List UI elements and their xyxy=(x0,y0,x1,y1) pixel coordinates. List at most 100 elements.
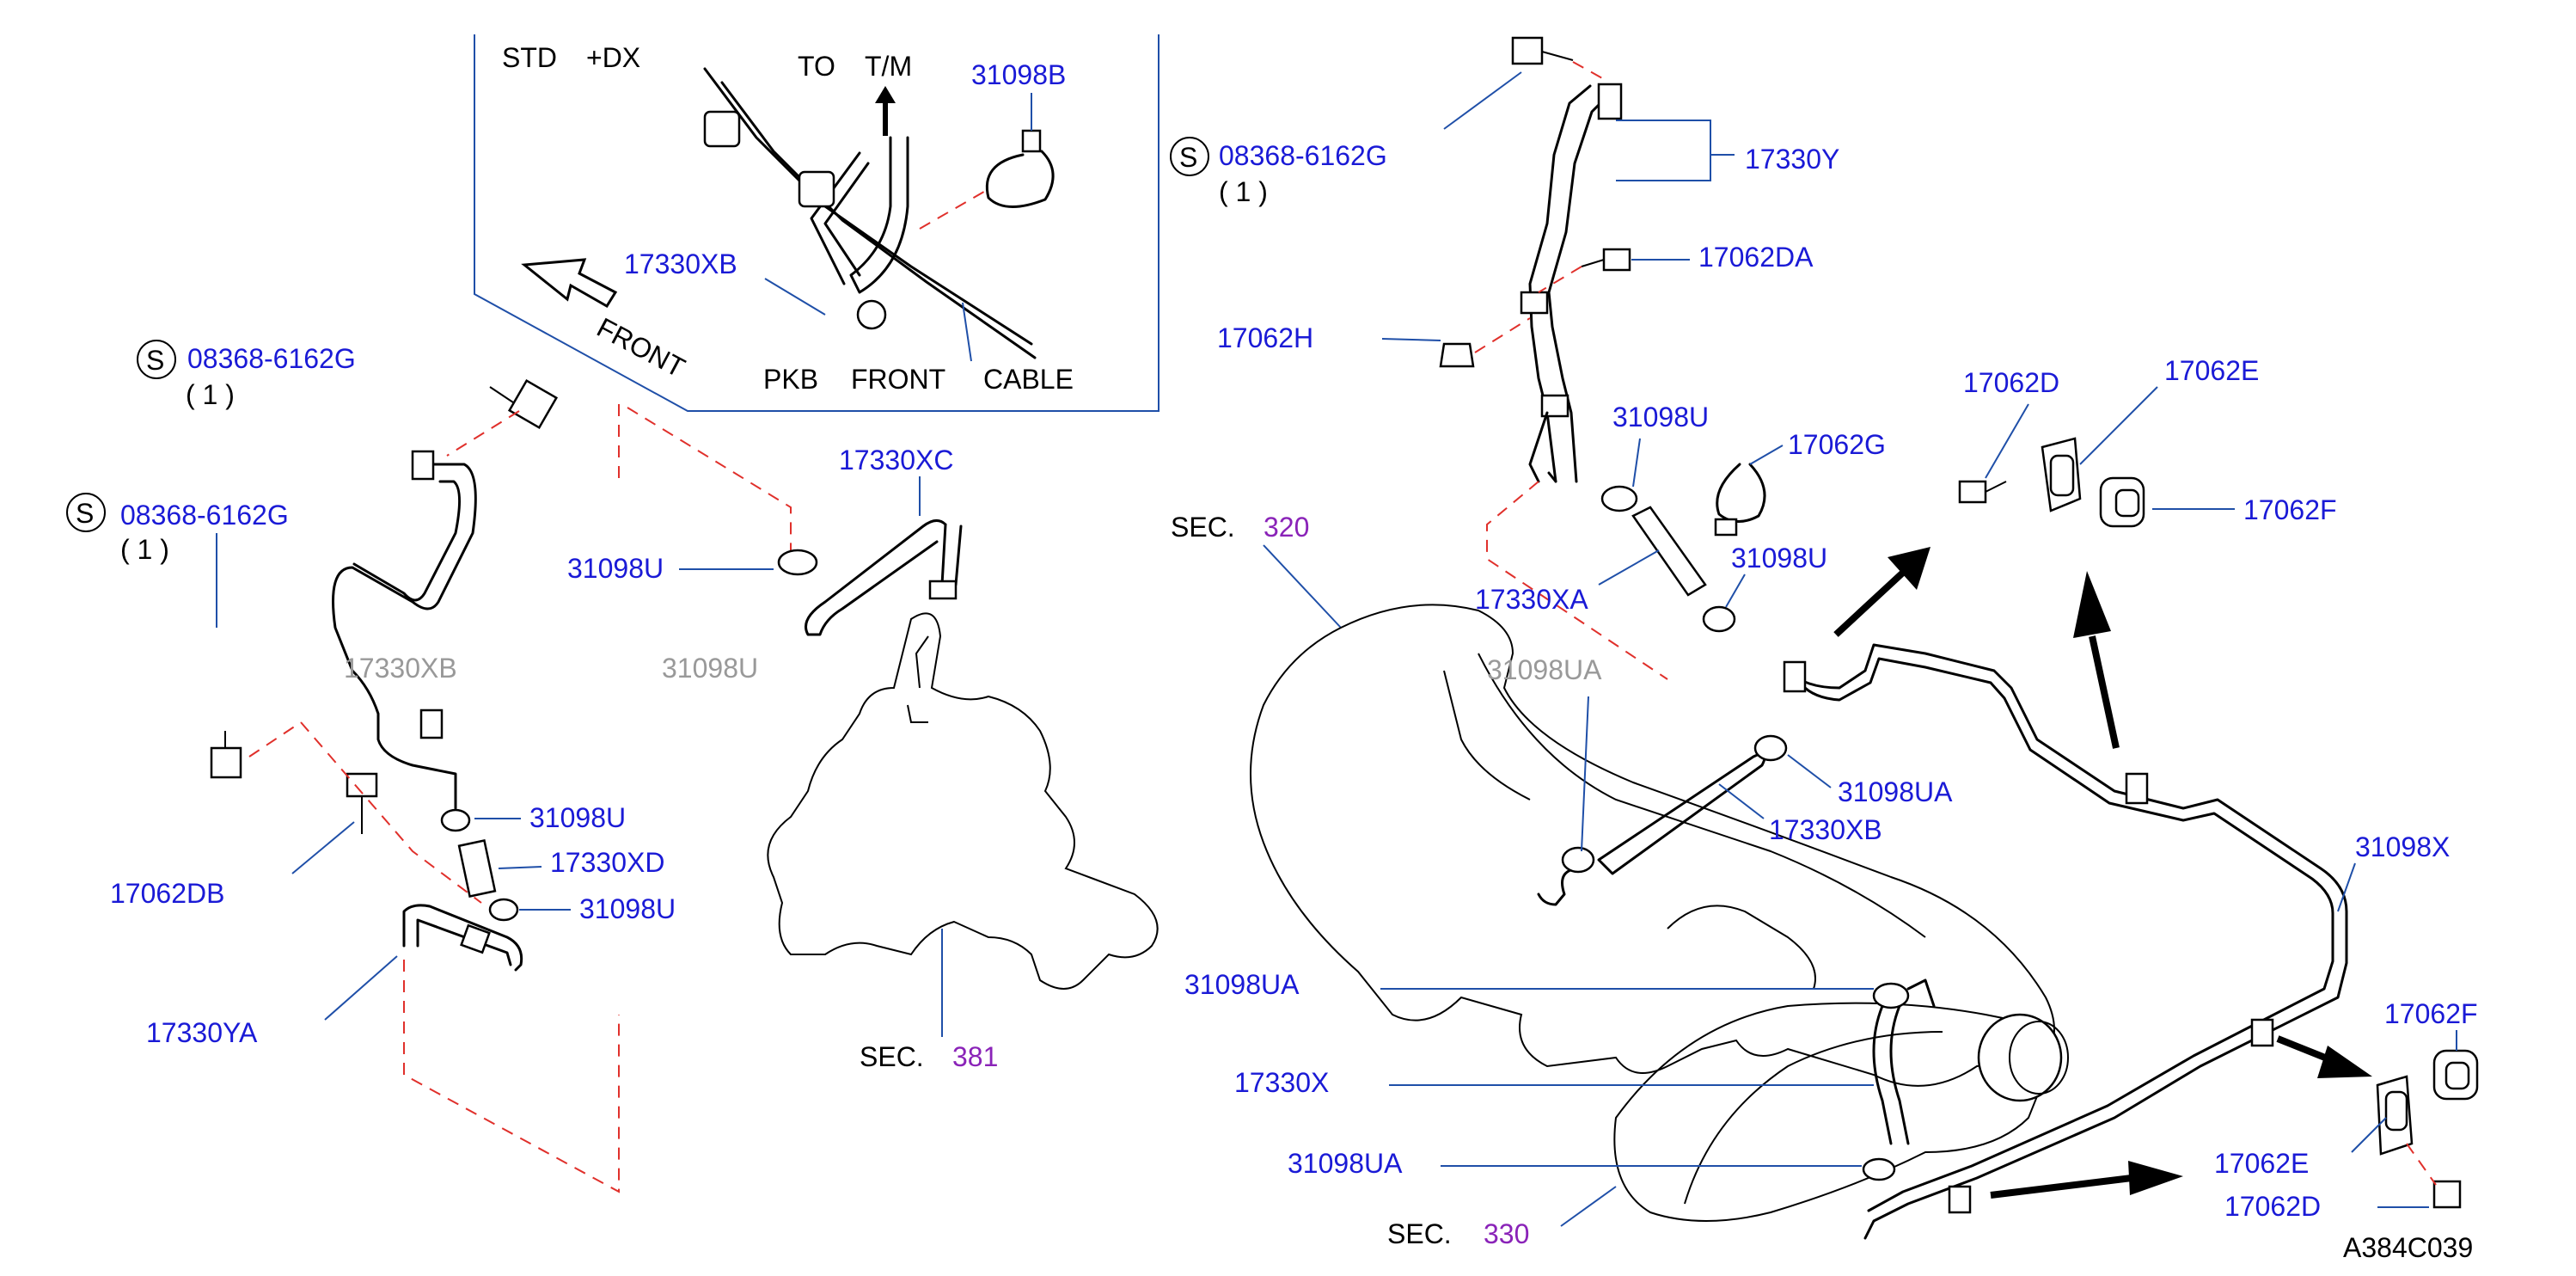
right-top-assembly: S 08368-6162G ( 1 ) 17330Y 17062DA 17062… xyxy=(1170,36,1886,680)
upper-right-insulators: 17062D 17062E 17062F xyxy=(1958,355,2337,528)
inset-hose xyxy=(849,136,909,294)
s-symbol-left-1 xyxy=(137,340,176,379)
clamp-31098UA-b xyxy=(1872,982,1910,1009)
pipe-bracket-31098X-3 xyxy=(2250,1018,2274,1047)
to-tm-arrowhead xyxy=(875,86,896,103)
s-symbol-left-1-text: S xyxy=(146,345,164,376)
hose-17330XD xyxy=(457,839,497,898)
clamp-17062G xyxy=(1716,463,1766,523)
grommet-17062H xyxy=(1439,342,1475,368)
inset-clamp xyxy=(856,299,887,330)
pipe-bracket-right-1 xyxy=(1597,83,1623,120)
clamp-31098U-a xyxy=(777,549,818,576)
label-17062E-bot: 17062E xyxy=(2214,1148,2309,1179)
pipe-bracket-31098X-4 xyxy=(1948,1185,1972,1214)
arrow-upper-right xyxy=(2089,635,2120,749)
bolt-left-1 xyxy=(446,378,559,457)
s-symbol-left-2 xyxy=(66,493,106,532)
pipe-bracket-right-2 xyxy=(1520,291,1549,315)
hose-17330XA xyxy=(1631,506,1707,597)
label-31098U-b: 31098U xyxy=(529,802,626,833)
pipe-bracket-left-2 xyxy=(419,709,444,739)
sec-381-outline xyxy=(767,612,1159,990)
center-assembly: 17330XC 31098U SEC. 381 xyxy=(567,445,1159,1072)
inset-std-text: STD xyxy=(502,42,557,73)
pkb-text: PKB xyxy=(763,364,818,395)
diagram-code: A384C039 xyxy=(2343,1232,2473,1263)
label-17062G: 17062G xyxy=(1788,429,1886,460)
label-31098UA-b: 31098UA xyxy=(1184,969,1300,1000)
label-08368-right: 08368-6162G xyxy=(1219,140,1387,171)
sec-320-label: SEC. xyxy=(1171,512,1235,543)
clamp-31098U-d xyxy=(1600,485,1638,512)
sec-330-number: 330 xyxy=(1484,1218,1529,1249)
sec-330-label: SEC. xyxy=(1387,1218,1452,1249)
long-pipe-assembly: 31098X 31098UA 17330X 31098UA xyxy=(1184,547,2450,1240)
engine-assembly: SEC. 320 SEC. 330 31098UA 31098UA 17330X… xyxy=(1171,512,2069,1249)
clamp-31098UA-a xyxy=(1753,734,1788,762)
label-17330XC: 17330XC xyxy=(839,445,953,475)
arrow-upper-left xyxy=(1833,568,1907,637)
label-17062DB: 17062DB xyxy=(110,878,224,909)
label-08368-left-1: 08368-6162G xyxy=(187,343,356,374)
s-symbol-left-2-text: S xyxy=(76,498,94,529)
hard-pipe-left xyxy=(332,463,477,810)
s-symbol-right-text: S xyxy=(1179,142,1197,173)
bolt-right-top xyxy=(1511,36,1544,65)
label-31098UA-c: 31098UA xyxy=(1288,1148,1403,1179)
label-17330YA: 17330YA xyxy=(146,1017,258,1048)
lower-right-insulators: 17062F 17062E 17062D xyxy=(2214,998,2479,1222)
output-flange xyxy=(1977,1013,2063,1102)
hidden-label-31098UA: 31098UA xyxy=(1487,654,1602,685)
inset-tm-text: T/M xyxy=(865,51,912,82)
bolt-17062D-bot xyxy=(2432,1180,2462,1209)
label-17330XD: 17330XD xyxy=(550,847,664,878)
pipe-bracket-31098X-1 xyxy=(1783,660,1807,693)
label-17062E-top: 17062E xyxy=(2164,355,2259,386)
sec-320-number: 320 xyxy=(1264,512,1309,543)
sec-381-number: 381 xyxy=(952,1041,998,1072)
hose-17330XC xyxy=(805,519,947,636)
label-31098X: 31098X xyxy=(2355,831,2450,862)
bolt-17062D-top xyxy=(1958,480,1987,504)
label-17062D-bot: 17062D xyxy=(2224,1191,2321,1222)
label-17330Y: 17330Y xyxy=(1745,144,1839,175)
pipe-bracket-left-1 xyxy=(411,450,435,481)
label-31098U-c: 31098U xyxy=(579,893,676,924)
front-cable-text: FRONT xyxy=(851,364,945,395)
sec-330-outline xyxy=(1613,1002,2049,1222)
sec-320-outline xyxy=(1250,604,2055,1087)
label-17330X: 17330X xyxy=(1234,1067,1329,1098)
inset-band-clamp xyxy=(985,150,1055,208)
bolt-17062DA xyxy=(1602,248,1631,272)
label-31098U-e: 31098U xyxy=(1731,543,1827,574)
label-31098UA-a: 31098UA xyxy=(1838,776,1953,807)
hose-17330XB-main xyxy=(1597,752,1766,875)
bolt-left-2 xyxy=(210,721,302,779)
hose-17330X xyxy=(1872,1004,1910,1145)
qty-right: ( 1 ) xyxy=(1219,176,1268,207)
sec-381-label: SEC. xyxy=(860,1041,924,1072)
left-assembly: S 08368-6162G ( 1 ) S 08368-6162G ( 1 ) … xyxy=(66,340,792,1193)
label-31098U-d: 31098U xyxy=(1612,402,1709,432)
qty-left-1: ( 1 ) xyxy=(186,379,235,410)
s-symbol-right xyxy=(1170,137,1209,176)
inset-clip-2 xyxy=(798,170,835,208)
inset-clip-1 xyxy=(703,110,741,148)
pipe-bracket-31098X-2 xyxy=(2125,772,2149,805)
label-17330XB-inset: 17330XB xyxy=(624,248,737,279)
clamp-31098UA-c xyxy=(1862,1157,1896,1181)
arrow-bottom xyxy=(1990,1175,2132,1199)
inset-view: STD +DX TO T/M FRONT PKB FRONT CABLE 310… xyxy=(474,34,1160,412)
label-17062H: 17062H xyxy=(1217,322,1313,353)
label-17062F-bot: 17062F xyxy=(2384,998,2478,1029)
front-direction-text: FRONT xyxy=(592,311,690,383)
label-17062DA: 17062DA xyxy=(1698,242,1814,273)
label-17062F-top: 17062F xyxy=(2243,494,2337,525)
label-08368-left-2: 08368-6162G xyxy=(120,500,289,531)
pipe-31098X xyxy=(1786,643,2348,1240)
cable-text: CABLE xyxy=(983,364,1074,395)
label-17330XA: 17330XA xyxy=(1475,584,1588,615)
hidden-label-31098U: 31098U xyxy=(662,653,758,684)
clamp-31098U-b xyxy=(440,808,471,832)
